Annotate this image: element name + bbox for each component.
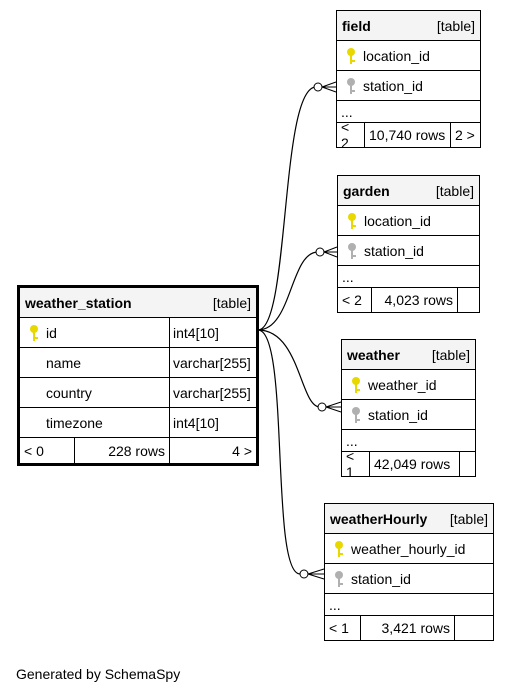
primary-key-icon [346, 212, 358, 230]
column-name: id [20, 318, 170, 347]
foreign-key-icon [346, 242, 358, 260]
edge-garden-crowfoot [323, 246, 338, 258]
table-header: garden [table] [338, 176, 479, 206]
more-columns-ellipsis: ... [342, 268, 354, 285]
column-name: weather_hourly_id [351, 540, 466, 557]
table-footer: < 0 228 rows 4 > [20, 438, 256, 463]
edge-weatherhourly-endpoint [299, 569, 309, 579]
column-name: weather_id [368, 376, 437, 393]
table-footer: < 2 10,740 rows 2 > [337, 119, 480, 151]
table-header: weather_station [table] [20, 288, 256, 318]
table-footer: < 2 4,023 rows [338, 288, 479, 312]
foreign-key-icon [345, 77, 357, 95]
column-row: station_id [325, 564, 493, 594]
children-count-link[interactable] [460, 452, 475, 476]
column-name: location_id [364, 212, 431, 229]
column-row: location_id [338, 206, 479, 236]
column-row: name varchar[255] [20, 348, 256, 378]
primary-key-icon [28, 324, 40, 342]
table-type-tag: [table] [431, 346, 470, 363]
column-type: int4[10] [173, 324, 219, 341]
table-name: weather_station [25, 294, 132, 311]
parents-count-link[interactable]: < 2 [337, 119, 365, 151]
edge-field-endpoint [313, 82, 323, 92]
column-row: weather_hourly_id [325, 534, 493, 564]
more-columns-ellipsis: ... [329, 596, 341, 613]
primary-key-icon [350, 376, 362, 394]
column-row: id int4[10] [20, 318, 256, 348]
column-name: location_id [363, 47, 430, 64]
edge-weatherhourly-crowfoot [307, 568, 325, 580]
column-row: weather_id [342, 370, 475, 400]
edge-weather-station-to-weather [257, 329, 321, 408]
foreign-key-icon [350, 406, 362, 424]
table-field[interactable]: field [table] location_id station_id ...… [336, 10, 481, 151]
parents-count-link[interactable]: < 0 [20, 438, 75, 463]
table-footer: < 1 42,049 rows [342, 448, 475, 480]
column-name: station_id [363, 77, 423, 94]
table-header: field [table] [337, 11, 480, 41]
more-columns-ellipsis: ... [341, 103, 353, 120]
edge-weather-station-to-weatherhourly [257, 329, 301, 575]
more-columns-ellipsis: ... [346, 432, 358, 449]
column-name: timezone [20, 408, 170, 437]
column-name: station_id [351, 570, 411, 587]
column-row: timezone int4[10] [20, 408, 256, 438]
column-row: location_id [337, 41, 480, 71]
children-count-link[interactable]: 2 > [455, 127, 475, 143]
table-name: garden [343, 182, 390, 199]
children-count-link[interactable] [455, 616, 493, 640]
column-row: country varchar[255] [20, 378, 256, 408]
row-count: 42,049 rows [370, 452, 460, 476]
column-row: station_id [338, 236, 479, 266]
table-type-tag: [table] [436, 17, 475, 34]
more-columns-row: ... [342, 430, 475, 452]
column-name: station_id [364, 242, 424, 259]
more-columns-row: ... [338, 266, 479, 288]
column-row: station_id [337, 71, 480, 101]
edge-weather-endpoint [317, 402, 327, 412]
table-type-tag: [table] [212, 294, 251, 311]
column-row: station_id [342, 400, 475, 430]
row-count: 228 rows [75, 438, 170, 463]
table-footer: < 1 3,421 rows [325, 616, 493, 640]
parents-count-link[interactable]: < 2 [338, 288, 372, 312]
table-weather[interactable]: weather [table] weather_id station_id ..… [341, 339, 476, 480]
primary-key-icon [345, 47, 357, 65]
edge-weather-station-to-field [257, 86, 317, 331]
table-name: field [342, 17, 371, 34]
table-name: weather [347, 346, 400, 363]
column-type: int4[10] [173, 414, 219, 431]
table-garden[interactable]: garden [table] location_id station_id ..… [337, 175, 480, 313]
more-columns-row: ... [325, 594, 493, 616]
table-type-tag: [table] [449, 510, 488, 527]
table-weatherhourly[interactable]: weatherHourly [table] weather_hourly_id … [324, 503, 494, 641]
column-name: country [20, 378, 170, 407]
children-count-link[interactable] [458, 288, 479, 312]
generated-by-note: Generated by SchemaSpy [16, 666, 181, 682]
edge-weather-crowfoot [325, 401, 342, 413]
edge-garden-endpoint [315, 247, 325, 257]
column-type: varchar[255] [173, 384, 251, 401]
table-weather-station[interactable]: weather_station [table] id int4[10] name… [17, 285, 259, 466]
more-columns-row: ... [337, 101, 480, 123]
edge-field-crowfoot [321, 81, 337, 93]
edge-weather-station-to-garden [257, 251, 319, 331]
foreign-key-icon [333, 570, 345, 588]
children-count-link[interactable]: 4 > [232, 442, 252, 459]
table-name: weatherHourly [330, 510, 428, 527]
row-count: 3,421 rows [361, 616, 455, 640]
column-type: varchar[255] [173, 354, 251, 371]
table-header: weather [table] [342, 340, 475, 370]
column-name: name [20, 348, 170, 377]
parents-count-link[interactable]: < 1 [342, 448, 370, 480]
table-header: weatherHourly [table] [325, 504, 493, 534]
row-count: 10,740 rows [365, 123, 451, 147]
row-count: 4,023 rows [372, 288, 458, 312]
parents-count-link[interactable]: < 1 [325, 616, 361, 640]
table-type-tag: [table] [435, 182, 474, 199]
primary-key-icon [333, 540, 345, 558]
column-name: station_id [368, 406, 428, 423]
